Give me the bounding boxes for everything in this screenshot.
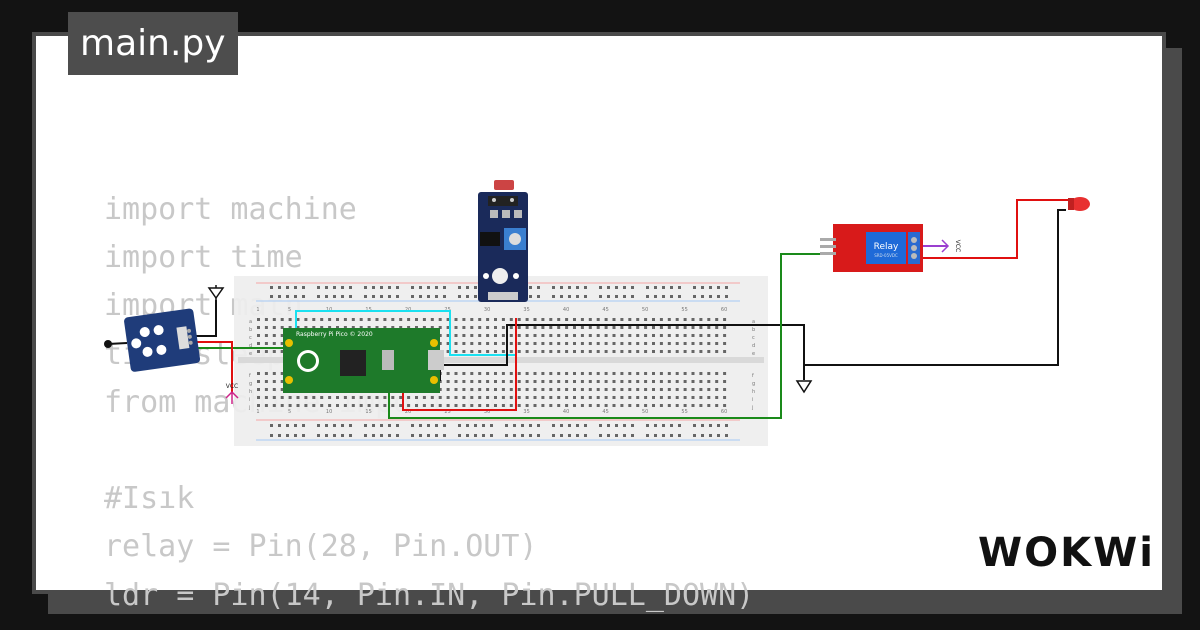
wire-red-ldr (402, 318, 517, 411)
relay-module[interactable]: Relay SRD-05VDC (820, 224, 923, 272)
breadboard-column-number: 30 (484, 409, 490, 415)
wire-red-sensor (196, 341, 233, 392)
vcc-label-right: VCC (954, 240, 961, 252)
code-line: relay = Pin(28, Pin.OUT) (104, 529, 538, 565)
wire-black-led (804, 209, 1066, 366)
thermistor-head (104, 340, 112, 348)
breadboard-column-number: 25 (444, 409, 450, 415)
breadboard-row-letter: h (752, 389, 755, 395)
wire-red-led (922, 199, 1068, 259)
breadboard-row-letter: g (752, 381, 755, 387)
breadboard-column-number: 55 (681, 307, 687, 313)
breadboard-row-letter: b (249, 327, 252, 333)
breadboard-row-letter: e (752, 351, 755, 357)
breadboard-column-number: 55 (681, 409, 687, 415)
breadboard-row-letter: h (249, 389, 252, 395)
breadboard-row-letter: a (752, 319, 755, 325)
breadboard-column-number: 5 (288, 307, 291, 313)
pico-label: Raspberry Pi Pico © 2020 (296, 331, 373, 338)
breadboard-column-number: 5 (288, 409, 291, 415)
raspberry-pi-pico[interactable]: Raspberry Pi Pico © 2020 (283, 328, 444, 393)
breadboard-row-letter: d (752, 343, 755, 349)
breadboard-row-letter: g (249, 381, 252, 387)
breadboard-row-letter: j (751, 405, 753, 411)
breadboard-column-number: 45 (602, 307, 608, 313)
file-tab-label: main.py (80, 23, 226, 64)
breadboard-row-letter: i (249, 397, 250, 403)
breadboard-column-number: 35 (523, 307, 529, 313)
code-line: import machine (104, 192, 357, 227)
breadboard-column-number: 15 (365, 409, 371, 415)
wires (196, 199, 1068, 419)
breadboard-column-number: 50 (642, 307, 648, 313)
code-line: #Isık (104, 481, 195, 517)
led-red[interactable] (1068, 197, 1090, 211)
relay-model: SRD-05VDC (874, 253, 898, 258)
wire-green-relay (388, 253, 836, 419)
breadboard-row-letter: d (249, 343, 252, 349)
breadboard-row-letter: e (249, 351, 252, 357)
breadboard-column-number: 1 (256, 409, 259, 415)
wokwi-logo-icon: WOKWi (978, 530, 1153, 576)
code-line: ldr = Pin(14, Pin.IN, Pin.PULL_DOWN) (104, 577, 755, 613)
breadboard-column-number: 10 (326, 409, 332, 415)
breadboard-column-number: 1 (256, 307, 259, 313)
breadboard-row-letter: i (752, 397, 753, 403)
temperature-sensor-module[interactable] (124, 308, 201, 372)
ground-symbol-right (795, 380, 813, 394)
breadboard-row-letter: c (249, 335, 252, 341)
breadboard-row-letter: c (752, 335, 755, 341)
breadboard-column-number: 60 (721, 307, 727, 313)
code-line: import time (104, 240, 303, 276)
pico-logo-icon (297, 350, 319, 372)
breadboard-row-letter: f (752, 373, 754, 379)
ground-symbol-left (207, 285, 225, 300)
ldr-sensor-module[interactable] (478, 180, 528, 302)
breadboard-row-letter: b (752, 327, 755, 333)
breadboard-column-number: 60 (721, 409, 727, 415)
breadboard-row-letter: a (249, 319, 252, 325)
breadboard-row-letter: j (248, 405, 250, 411)
vcc-symbol-left: VCC (225, 383, 239, 404)
breadboard-row-letter: f (249, 373, 251, 379)
breadboard-column-number: 20 (405, 409, 411, 415)
breadboard-column-number: 30 (484, 307, 490, 313)
svg-text:WOKWi: WOKWi (978, 530, 1155, 576)
file-tab[interactable]: main.py (68, 12, 238, 75)
breadboard-column-number: 35 (523, 409, 529, 415)
breadboard-column-number: 40 (563, 307, 569, 313)
breadboard-column-number: 45 (602, 409, 608, 415)
wire-black-ldr (440, 324, 805, 380)
vcc-symbol-right: VCC (941, 239, 961, 253)
breadboard-column-number: 40 (563, 409, 569, 415)
breadboard-column-number: 50 (642, 409, 648, 415)
wire-black-sensor (196, 300, 217, 337)
vcc-label-left: VCC (226, 383, 238, 390)
wokwi-logo[interactable]: WOKWi (976, 528, 1153, 580)
relay-label: Relay (874, 242, 899, 252)
